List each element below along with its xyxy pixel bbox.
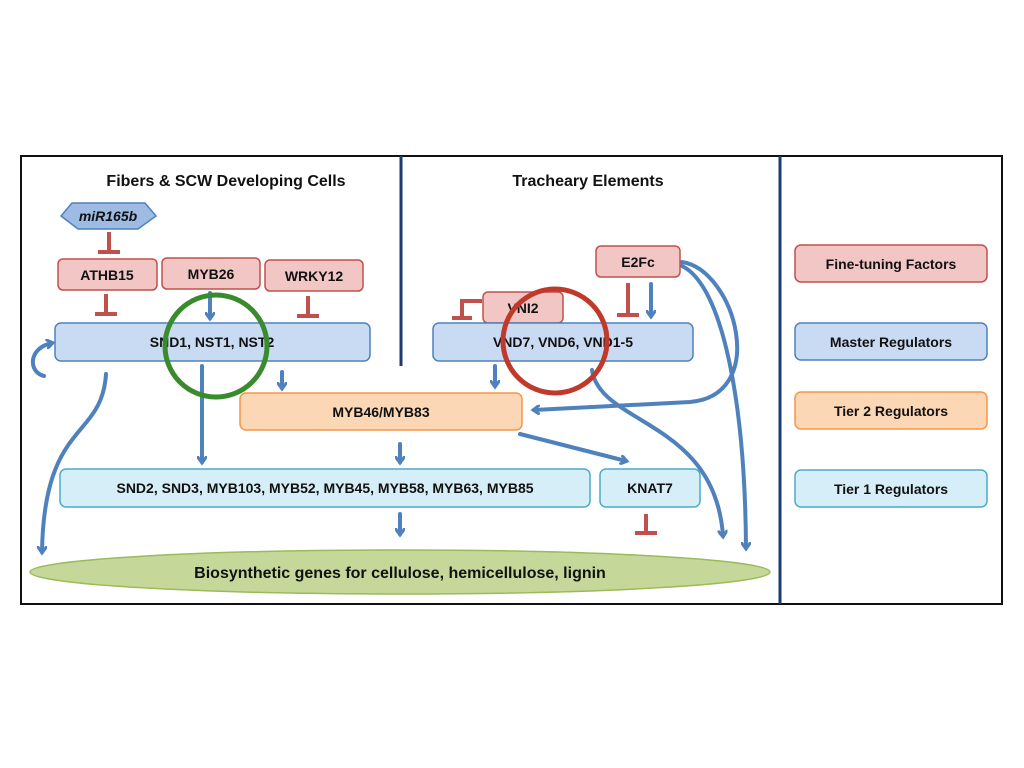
legend-tier1-swatch [794,469,988,508]
inhibit-knat7-biosynthetic [635,514,657,535]
snd1-nst1-nst2-node [54,322,371,362]
myb46-myb83-label: MYB46/MYB83 [332,404,429,420]
biosynthetic-genes-label: Biosynthetic genes for cellulose, hemice… [194,565,606,582]
mir165b-label: miR165b [79,208,138,224]
snd1-nst1-nst2-label: SND1, NST1, NST2 [150,334,275,350]
inhibit-vni2-vnd [452,299,482,320]
legend-master-swatch [794,322,988,361]
knat7-node [599,468,701,508]
arrow-e2fc-myb46 [534,260,740,410]
legend-fine-tuning-swatch [794,244,988,283]
legend-master-label: Master Regulators [830,334,952,350]
arrow-snd1-self-loop [30,343,52,378]
myb26-node [161,257,261,290]
arrow-snd1-biosynthetic [42,372,108,552]
tracheary-title: Tracheary Elements [512,173,663,190]
legend: Fine-tuning Factors Master Regulators Ti… [794,244,988,508]
e2fc-label: E2Fc [621,254,655,270]
fibers-highlight-circle [162,292,270,400]
athb15-label: ATHB15 [80,267,134,283]
knat7-label: KNAT7 [627,480,673,496]
inhibit-mir165b-athb15 [98,232,120,254]
legend-fine-tuning-label: Fine-tuning Factors [826,256,957,272]
arrow-vnd-biosynthetic [590,368,723,536]
inhibit-athb15-snd1 [95,294,117,316]
legend-tier2-label: Tier 2 Regulators [834,403,948,419]
wrky12-node [264,259,364,292]
tracheary-highlight-circle [500,286,610,396]
arrow-myb46-knat7 [518,432,626,461]
e2fc-node [595,245,681,278]
wrky12-label: WRKY12 [285,268,344,284]
biosynthetic-genes-node [29,549,771,595]
legend-tier1-label: Tier 1 Regulators [834,481,948,497]
tier1-genes-label: SND2, SND3, MYB103, MYB52, MYB45, MYB58,… [116,480,533,496]
mir165b-node [59,202,158,230]
myb26-label: MYB26 [188,266,235,282]
fibers-title: Fibers & SCW Developing Cells [106,173,345,190]
vnd-label: VND7, VND6, VND1-5 [493,334,633,350]
tier1-genes-node [59,468,591,508]
arrow-e2fc-biosynthetic [680,264,746,548]
legend-tier2-swatch [794,391,988,430]
myb46-myb83-node [239,392,523,431]
vnd-node [432,322,694,362]
inhibit-wrky12-snd1 [297,296,319,318]
inhibit-e2fc-vnd [617,283,639,317]
diagram-frame [20,155,1003,605]
athb15-node [57,258,158,291]
